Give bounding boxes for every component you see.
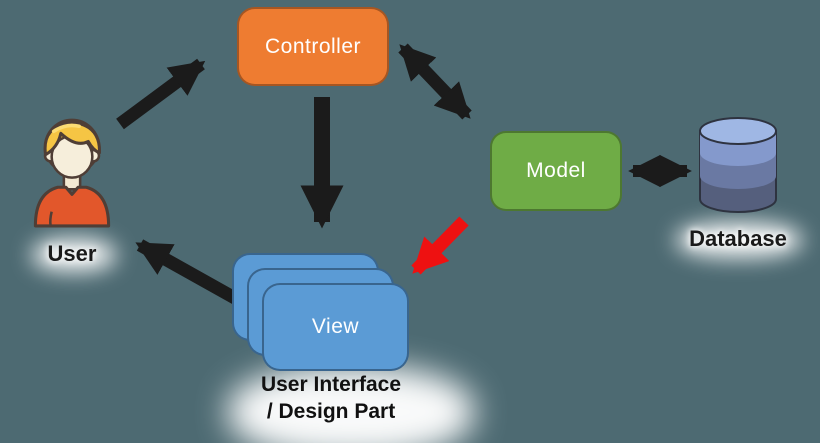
caption-line1: User Interface xyxy=(260,373,402,396)
arrow-model-to-view-red xyxy=(411,216,469,275)
user-label: User xyxy=(47,241,97,266)
user-person-icon xyxy=(33,118,111,228)
database-label: Database xyxy=(689,226,787,251)
model-label: Model xyxy=(526,159,586,182)
arrow-user-to-controller xyxy=(116,58,206,130)
view-node: View xyxy=(262,283,409,371)
controller-node: Controller xyxy=(237,7,389,86)
controller-label: Controller xyxy=(264,34,362,58)
caption-line2: / Design Part xyxy=(266,400,396,423)
model-node: Model xyxy=(490,131,622,211)
view-label: View xyxy=(311,315,360,338)
arrow-view-to-user xyxy=(135,239,253,312)
arrow-controller-model-bidirectional xyxy=(398,43,472,120)
caption: User Interface / Design Part xyxy=(206,371,456,425)
database-cylinder-icon xyxy=(699,117,777,213)
